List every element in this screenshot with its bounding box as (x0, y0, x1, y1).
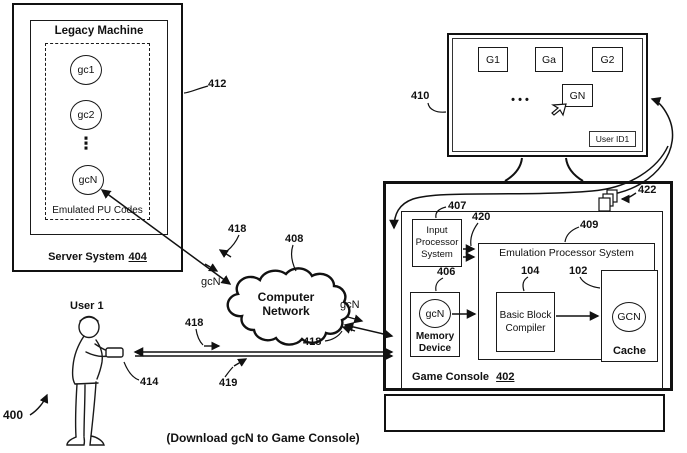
ref-414: 414 (140, 376, 158, 388)
ref-418-cloud: 418 (303, 336, 321, 348)
server-system-name: Server System (48, 251, 124, 263)
figure-caption: (Download gcN to Game Console) (143, 429, 383, 447)
code-gc1: gc1 (70, 55, 102, 85)
horizontal-ellipsis: • • • (502, 93, 538, 107)
user-id-badge: User ID1 (589, 131, 636, 147)
game-tile-ga: Ga (535, 47, 563, 72)
ref-419: 419 (219, 377, 237, 389)
user-label: User 1 (70, 300, 104, 312)
ref-400: 400 (3, 408, 23, 422)
memory-device-label: Memory Device (410, 330, 460, 356)
cache-gcn-circle: GCN (612, 302, 646, 332)
ref-408: 408 (285, 233, 303, 245)
game-tile-gn: GN (562, 84, 593, 107)
ref-420: 420 (472, 211, 490, 223)
game-tile-g2: G2 (592, 47, 623, 72)
ref-418-legacy: 418 (228, 223, 246, 235)
emulated-pu-codes-label: Emulated PU Codes (46, 203, 149, 217)
memory-gcn-circle: gcN (419, 299, 451, 328)
cache-label: Cache (601, 344, 658, 357)
code-gc2: gc2 (70, 100, 102, 130)
game-console-ref: 402 (496, 371, 514, 383)
ref-104: 104 (521, 265, 539, 277)
network-label: Computer Network (244, 289, 328, 319)
legacy-machine-title: Legacy Machine (30, 24, 168, 38)
ref-102: 102 (569, 265, 587, 277)
game-console-label: Game Console 402 (412, 371, 514, 383)
input-processor-box: Input Processor System (412, 219, 462, 267)
server-system-ref: 404 (129, 251, 147, 263)
ref-418-user: 418 (185, 317, 203, 329)
ref-406: 406 (437, 266, 455, 278)
ref-422: 422 (638, 184, 656, 196)
gcn-flow-left: gcN (201, 276, 221, 288)
ref-410: 410 (411, 90, 429, 102)
eps-title: Emulation Processor System (478, 246, 655, 259)
ref-412: 412 (208, 78, 226, 90)
game-tile-g1: G1 (478, 47, 508, 72)
ref-407: 407 (448, 200, 466, 212)
console-base-box (384, 394, 665, 432)
vertical-ellipsis: ⋮ (76, 132, 96, 156)
game-console-name: Game Console (412, 371, 489, 383)
gcn-flow-right: gcN (340, 299, 360, 311)
basic-block-compiler-box: Basic Block Compiler (496, 292, 555, 352)
ref-409: 409 (580, 219, 598, 231)
code-gcn: gcN (72, 165, 104, 195)
server-system-label: Server System 404 (12, 250, 183, 264)
